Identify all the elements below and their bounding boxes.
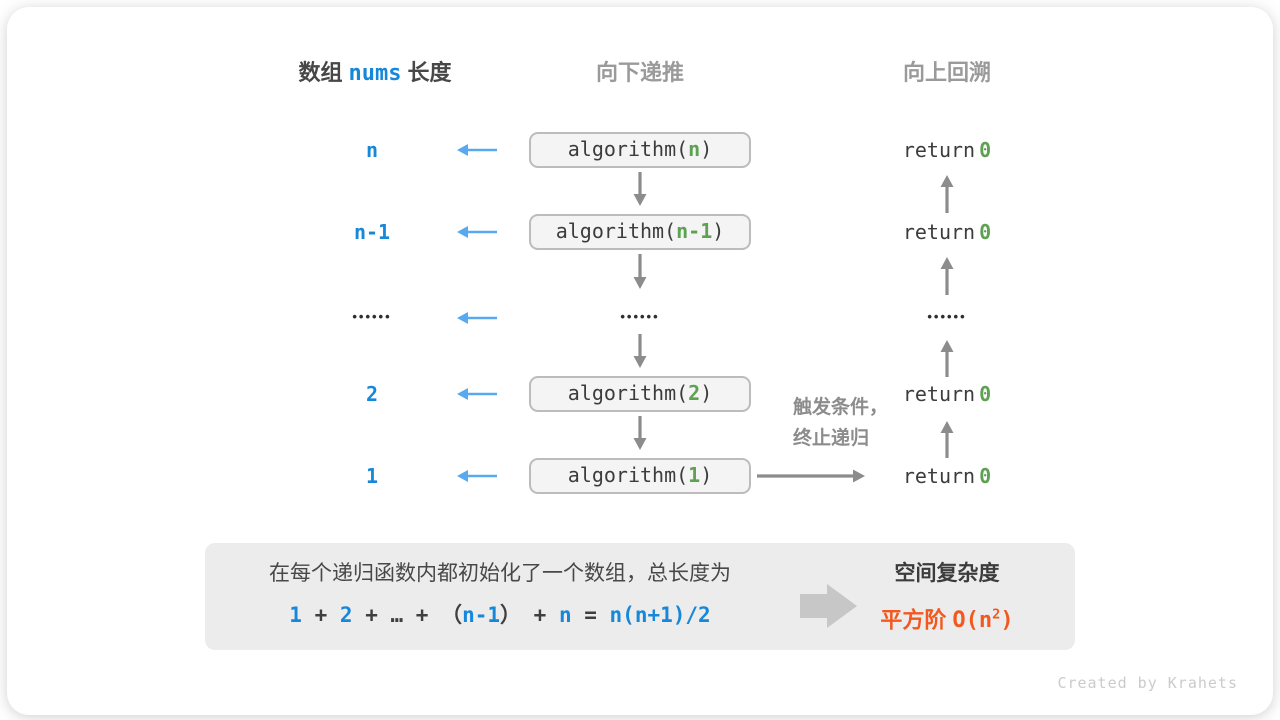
header-backtrack-up: 向上回溯 [902, 60, 991, 85]
return-keyword: return [902, 464, 976, 488]
ellipsis-returns: •••••• [927, 309, 967, 324]
formula-op: + … + （ [352, 603, 463, 627]
depth-label-n-1: n-1 [353, 220, 391, 244]
complexity-title: 空间复杂度 [894, 562, 1000, 585]
trigger-note-line2: 终止递归 [793, 428, 870, 449]
call-param: 2 [688, 381, 701, 405]
formula-term: n [558, 603, 572, 627]
call-box-n: algorithm(n) [529, 132, 751, 168]
formula-result: n(n+1)/2 [609, 603, 711, 627]
call-suffix: ) [712, 219, 725, 243]
big-o-notation: O(n2) [946, 607, 1014, 634]
trigger-note: 触发条件， 终止递归 [793, 392, 953, 454]
big-o-open: O(n [952, 608, 993, 634]
call-suffix: ) [700, 381, 713, 405]
depth-label-2: 2 [365, 382, 379, 406]
depth-label-n: n [365, 138, 379, 162]
call-param: n [688, 137, 701, 161]
call-suffix: ) [700, 137, 713, 161]
return-value: 0 [979, 464, 992, 488]
return-value: 0 [979, 220, 992, 244]
call-box-1: algorithm(1) [529, 458, 751, 494]
depth-label-1: 1 [365, 464, 379, 488]
call-param: 1 [688, 463, 701, 487]
call-param: n-1 [676, 219, 713, 243]
block-arrow-right-icon [800, 584, 857, 628]
trigger-note-line1: 触发条件， [793, 397, 889, 418]
return-keyword: return [902, 220, 976, 244]
formula-op: = [571, 603, 610, 627]
big-o-close: ) [1000, 608, 1014, 634]
return-keyword: return [902, 382, 976, 406]
array-label-prefix: 数组 [298, 60, 343, 85]
formula-op: + [301, 603, 340, 627]
ellipsis-calls: •••••• [620, 309, 660, 324]
call-prefix: algorithm( [567, 381, 689, 405]
return-value: 0 [979, 138, 992, 162]
array-code-nums: nums [348, 61, 402, 86]
formula-op: ） + [500, 603, 559, 627]
array-label-suffix: 长度 [407, 60, 452, 85]
call-box-2: algorithm(2) [529, 376, 751, 412]
return-keyword: return [902, 138, 976, 162]
call-box-n-1: algorithm(n-1) [529, 214, 751, 250]
call-suffix: ) [700, 463, 713, 487]
summary-box: 在每个递归函数内都初始化了一个数组，总长度为 1 + 2 + … + （n-1）… [205, 543, 1075, 650]
complexity-order: 平方阶 [880, 607, 947, 633]
return-value: 0 [979, 382, 992, 406]
formula-term: 2 [339, 603, 353, 627]
summary-formula: 1 + 2 + … + （n-1） + n = n(n+1)/2 [230, 600, 770, 630]
call-prefix: algorithm( [567, 137, 689, 161]
watermark-credit: Created by Krahets [1057, 674, 1238, 692]
call-prefix: algorithm( [567, 463, 689, 487]
header-recurse-down: 向下递推 [595, 60, 684, 85]
summary-text: 在每个递归函数内都初始化了一个数组，总长度为 [269, 562, 731, 585]
big-o-exponent: 2 [992, 607, 1001, 623]
formula-term: 1 [289, 603, 302, 627]
formula-term: n-1 [462, 603, 500, 627]
ellipsis-depth: •••••• [352, 309, 392, 324]
call-prefix: algorithm( [555, 219, 677, 243]
